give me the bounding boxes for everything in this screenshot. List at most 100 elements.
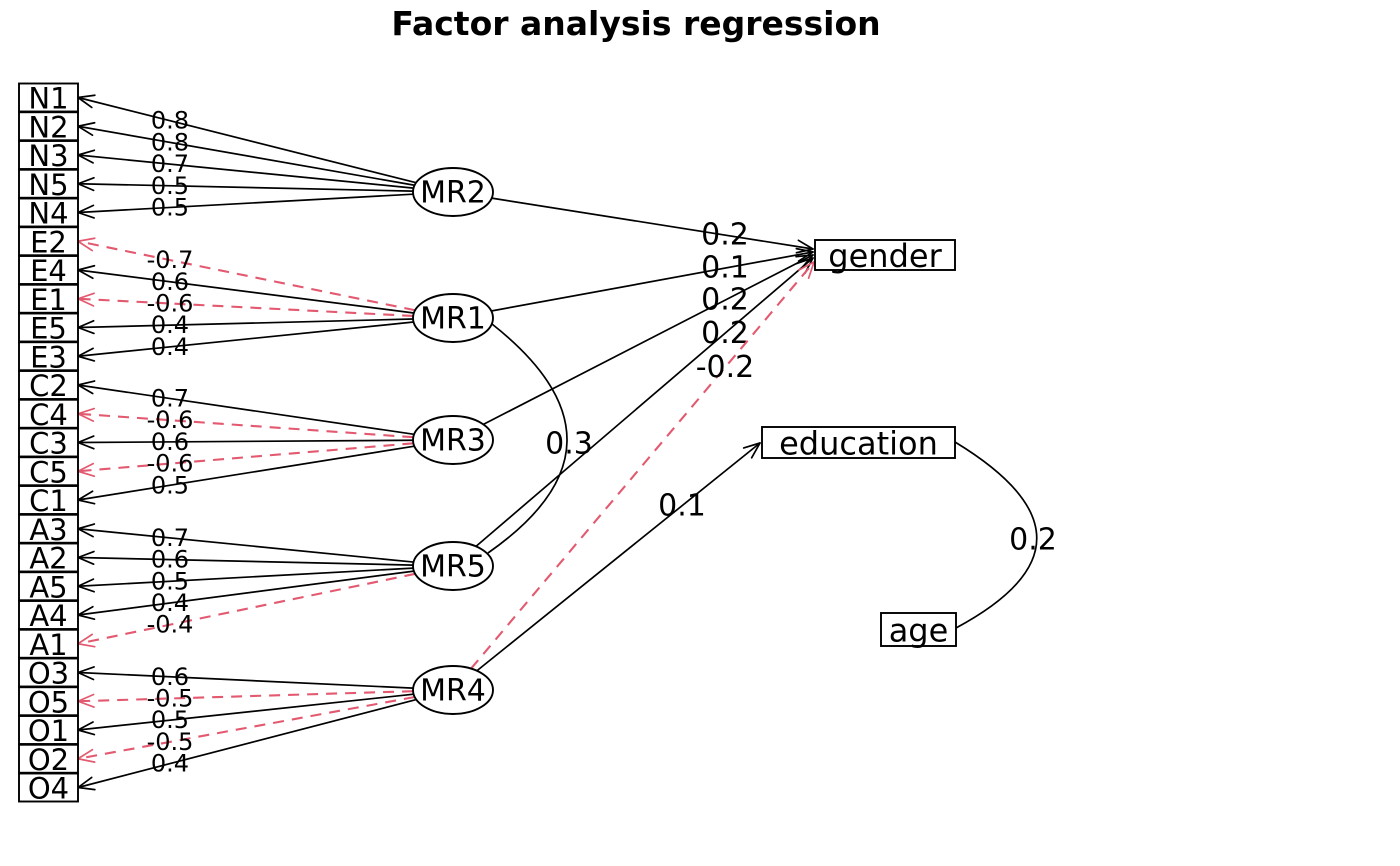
item-box-C5 — [18, 456, 79, 487]
loading-arrowhead-O3 — [77, 671, 95, 681]
loading-label-MR3-C1: 0.5 — [151, 471, 189, 499]
loading-arrowhead-O5 — [77, 700, 95, 708]
loading-label-MR3-C3: 0.6 — [151, 428, 189, 456]
loading-arrowhead-A1 — [77, 633, 94, 645]
item-label-N5: N5 — [28, 168, 68, 202]
loading-label-MR5-A1: -0.4 — [147, 611, 194, 639]
loading-edge-MR2-N4 — [77, 193, 414, 214]
loading-label-MR2-N2: 0.8 — [151, 128, 189, 156]
loading-arrowhead-C5 — [77, 462, 95, 473]
loading-arrowhead-O2 — [77, 748, 94, 760]
item-label-A3: A3 — [29, 513, 67, 547]
correlation-curve-MR1-MR5 — [487, 323, 568, 554]
factor-label-MR4: MR4 — [420, 674, 486, 709]
loading-edge-MR1-E5 — [77, 318, 414, 329]
regression-arrowhead-education — [750, 442, 761, 459]
item-box-C4 — [18, 398, 79, 429]
regression-edge-MR4-gender — [470, 261, 815, 670]
item-box-N5 — [18, 168, 79, 199]
loading-edge-MR4-O1 — [77, 693, 414, 731]
item-box-N4 — [18, 197, 79, 228]
item-label-C5: C5 — [29, 455, 68, 489]
regression-arrowhead-gender — [796, 257, 814, 265]
item-label-N4: N4 — [28, 197, 68, 231]
factor-ellipse-MR1 — [412, 293, 494, 343]
item-label-O1: O1 — [28, 714, 69, 748]
loading-arrowhead-A2 — [77, 556, 95, 566]
loading-label-MR1-E5: 0.4 — [151, 311, 189, 339]
loading-arrowhead-E4 — [77, 269, 94, 280]
loading-arrowhead-C3 — [77, 441, 95, 450]
item-box-E1 — [18, 283, 79, 314]
item-box-O3 — [18, 657, 79, 688]
loading-label-MR3-C5: -0.6 — [147, 450, 194, 478]
item-box-A2 — [18, 542, 79, 573]
outcome-box-age — [880, 612, 957, 647]
item-label-N1: N1 — [28, 82, 68, 116]
factor-label-MR3: MR3 — [420, 424, 486, 459]
loading-arrowhead-A5 — [77, 578, 95, 588]
loading-edge-MR3-C4 — [77, 412, 414, 439]
item-label-E5: E5 — [30, 312, 67, 346]
loading-label-MR3-C4: -0.6 — [147, 406, 194, 434]
loading-edge-MR4-O4 — [77, 698, 417, 789]
loading-arrowhead-O4 — [77, 776, 93, 789]
loading-label-MR5-A2: 0.6 — [151, 546, 189, 574]
loading-arrowhead-O4 — [77, 786, 96, 791]
item-label-N2: N2 — [28, 110, 68, 144]
loading-arrowhead-N3 — [77, 149, 96, 156]
loading-arrowhead-N1 — [77, 96, 93, 109]
regression-arrowhead-education — [742, 442, 761, 449]
factor-label-MR5: MR5 — [420, 550, 486, 585]
loading-label-MR5-A4: 0.4 — [151, 589, 189, 617]
plot-title: Factor analysis regression — [391, 4, 881, 43]
item-box-A3 — [18, 513, 79, 544]
loading-label-MR1-E2: -0.7 — [147, 246, 194, 274]
regression-arrowhead-gender — [797, 239, 814, 250]
loading-arrowhead-N5 — [77, 182, 95, 192]
loading-arrowhead-E2 — [77, 240, 94, 252]
item-label-A2: A2 — [29, 542, 67, 576]
loading-arrowhead-N2 — [77, 125, 94, 137]
loading-label-MR2-N1: 0.8 — [151, 107, 189, 135]
regression-label-MR3-gender: 0.2 — [701, 283, 749, 318]
item-label-O4: O4 — [28, 772, 69, 806]
item-label-E1: E1 — [30, 283, 67, 317]
factor-ellipse-MR3 — [412, 415, 494, 465]
loading-arrowhead-E1 — [77, 297, 95, 307]
loading-arrowhead-C5 — [77, 470, 96, 478]
outcome-label-education: education — [779, 425, 938, 463]
item-label-E2: E2 — [30, 225, 67, 259]
item-box-O5 — [18, 686, 79, 717]
loading-edge-MR5-A5 — [77, 567, 414, 588]
outcome-label-gender: gender — [828, 237, 942, 275]
loading-arrowhead-E3 — [77, 355, 96, 362]
loading-arrowhead-N4 — [77, 211, 95, 219]
loading-arrowhead-O1 — [77, 721, 94, 731]
loading-arrowhead-N4 — [77, 204, 95, 214]
loading-edge-MR1-E2 — [77, 240, 416, 312]
loading-edge-MR5-A3 — [77, 527, 414, 563]
item-label-A5: A5 — [29, 570, 67, 604]
loading-arrowhead-O3 — [77, 666, 95, 674]
loading-label-MR5-A3: 0.7 — [151, 524, 189, 552]
loading-arrowhead-N3 — [77, 154, 94, 164]
loading-label-MR4-O3: 0.6 — [151, 663, 189, 691]
loading-arrowhead-E3 — [77, 347, 94, 358]
loading-edge-MR2-N3 — [77, 154, 414, 189]
item-label-O2: O2 — [28, 743, 69, 777]
regression-label-MR4-education: 0.1 — [658, 488, 706, 523]
factor-label-MR2: MR2 — [420, 176, 486, 211]
item-box-A4 — [18, 600, 79, 630]
regression-edge-MR4-education — [476, 442, 761, 672]
factor-ellipse-MR2 — [412, 167, 494, 217]
regression-arrowhead-gender — [795, 247, 814, 253]
item-box-O4 — [18, 772, 79, 803]
regression-edge-MR3-gender — [482, 254, 814, 426]
item-box-A1 — [18, 628, 79, 659]
item-label-A1: A1 — [29, 628, 67, 662]
item-label-C2: C2 — [29, 369, 68, 403]
regression-edge-MR5-gender — [475, 257, 814, 547]
loading-label-MR4-O1: 0.5 — [151, 706, 189, 734]
outcome-box-education — [761, 426, 956, 459]
